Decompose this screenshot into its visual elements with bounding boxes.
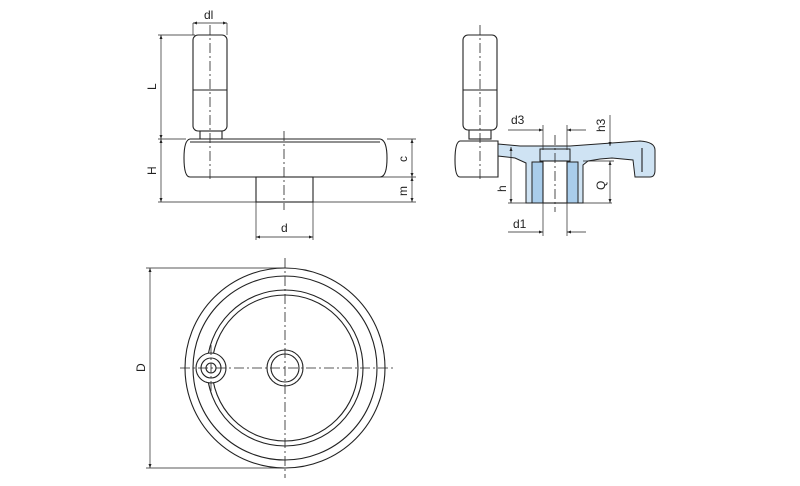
hub-wall-right xyxy=(566,161,579,204)
dim-H: H xyxy=(145,166,159,175)
dim-h: h xyxy=(495,185,509,192)
rim-side xyxy=(454,140,499,178)
dim-d3: d3 xyxy=(511,113,525,127)
handle-nut xyxy=(199,130,223,140)
wheel-rim xyxy=(183,138,388,178)
dim-m: m xyxy=(396,186,410,196)
dim-dl: dl xyxy=(204,8,213,22)
dim-d1: d1 xyxy=(513,217,527,231)
dim-D: D xyxy=(134,363,148,372)
section-view: d3 d1 h Q h3 xyxy=(454,25,656,236)
front-view: dl L H c m d xyxy=(145,8,416,240)
dim-Q: Q xyxy=(594,181,608,190)
dim-d: d xyxy=(281,221,288,235)
hub xyxy=(255,176,314,203)
top-view: D xyxy=(134,258,395,478)
dim-L: L xyxy=(145,83,159,90)
hub-wall-left xyxy=(531,161,544,204)
dim-c: c xyxy=(396,156,410,162)
dim-h3: h3 xyxy=(594,118,608,132)
